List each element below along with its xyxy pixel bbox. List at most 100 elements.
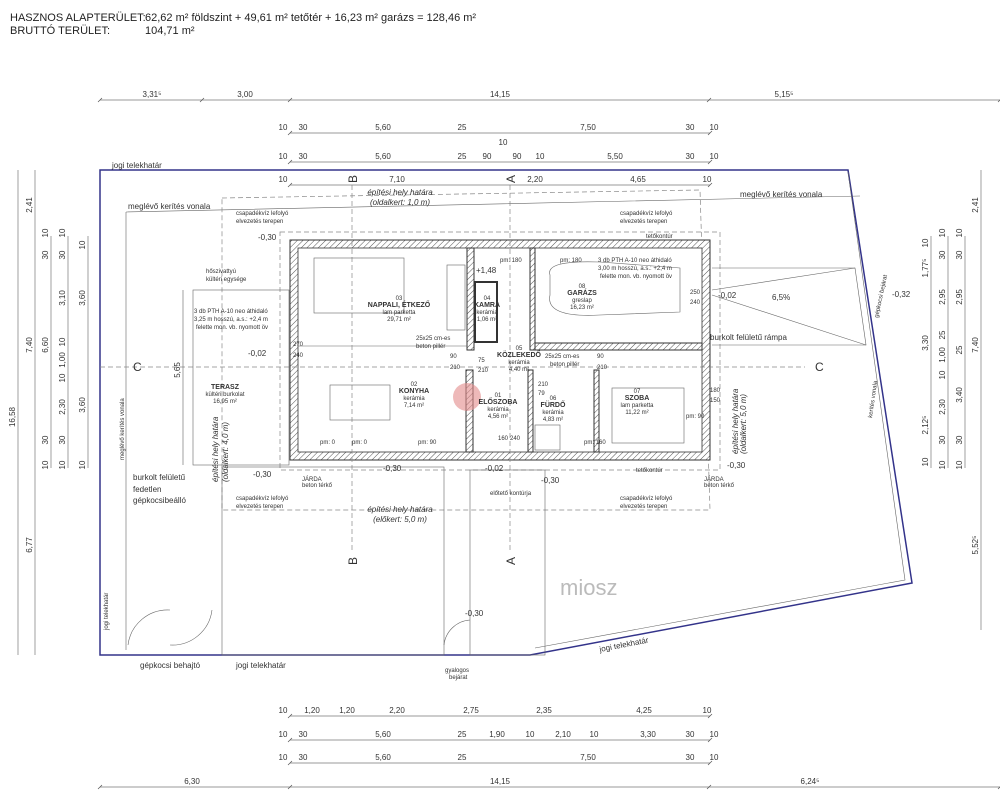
opening-mark: pm: 90 bbox=[418, 440, 437, 446]
dimension-value: 25 bbox=[955, 345, 964, 354]
dimension-value: 10 bbox=[58, 337, 67, 346]
room-floor: kerámia bbox=[403, 396, 425, 402]
dimension-value: 10 bbox=[279, 730, 288, 739]
section-a-top: A bbox=[504, 175, 518, 183]
sidewalk-mat-left: beton térkő bbox=[302, 483, 333, 489]
room-floor: kültéri burkolat bbox=[205, 392, 244, 398]
heat-pump-label-2: kültéri egysége bbox=[206, 277, 247, 283]
room-floor: greslap bbox=[572, 298, 592, 304]
room-num: 03 bbox=[396, 296, 403, 302]
dimension-value: 6,60 bbox=[41, 337, 50, 353]
sidewalk-label-right: JÁRDA bbox=[704, 476, 724, 483]
lintel-right-1: 3 db PTH A-10 neo áthidaló bbox=[598, 258, 672, 264]
opening-mark: 210 bbox=[538, 382, 549, 388]
dimension-value: 30 bbox=[686, 730, 695, 739]
opening-mark: 75 bbox=[478, 358, 485, 364]
build-limit-label-top: építési hely határa bbox=[367, 188, 433, 197]
room-name: NAPPALI, ÉTKEZŐ bbox=[368, 300, 431, 309]
legal-boundary-label-bottom: jogi telekhatár bbox=[235, 661, 286, 670]
dimension-value: 25 bbox=[458, 753, 467, 762]
opening-mark: pm: 0 bbox=[320, 440, 336, 446]
dimension-value: 3,31⁵ bbox=[143, 90, 162, 99]
parking-label-1: burkolt felületű bbox=[133, 473, 186, 482]
dimension-value: 3,60 bbox=[78, 290, 87, 306]
gross-area-label: BRUTTÓ TERÜLET: bbox=[10, 25, 111, 37]
dimension-value: 14,15 bbox=[490, 777, 511, 786]
existing-fence-label-left: meglévő kerítés vonala bbox=[128, 202, 211, 211]
car-entry-label: gépkocsi bejárat bbox=[874, 274, 889, 318]
dimension-value: 7,40 bbox=[25, 337, 34, 353]
legal-boundary-label-right: jogi telekhatár bbox=[598, 636, 650, 655]
dimension-value: 10 bbox=[41, 460, 50, 469]
dimension-value: 2,30 bbox=[58, 399, 67, 415]
dimension-value: 2,20 bbox=[389, 706, 405, 715]
room-area: 16,23 m² bbox=[570, 305, 594, 311]
dimension-tick bbox=[287, 97, 293, 103]
lintel-left-1: 3 db PTH A-10 neo áthidaló bbox=[194, 309, 268, 315]
dimension-value: 90 bbox=[513, 152, 522, 161]
lintel-left-2: 3,25 m hosszú, a.s.: +2,4 m bbox=[194, 317, 268, 323]
dimension-value: 5,52⁵ bbox=[971, 536, 980, 555]
level-mark: -0,02 bbox=[718, 291, 737, 300]
dimension-value: 10 bbox=[710, 730, 719, 739]
dimension-value: 5,60 bbox=[375, 730, 391, 739]
lintel-right-3: felette mon. vb. nyomott öv bbox=[600, 274, 672, 280]
dimension-value: 5,50 bbox=[607, 152, 623, 161]
room-area: 11,22 m² bbox=[625, 410, 648, 416]
section-b-top: B bbox=[346, 175, 360, 183]
dimension-value: 25 bbox=[458, 123, 467, 132]
section-b-bottom: B bbox=[346, 557, 360, 565]
dimension-value: 7,50 bbox=[580, 753, 596, 762]
room-area: 4,40 m² bbox=[509, 367, 529, 373]
side-garden-label: (oldalkert: 1,0 m) bbox=[370, 198, 430, 207]
dimension-tick bbox=[997, 786, 1000, 790]
room-area: 29,71 m² bbox=[387, 317, 411, 323]
room-floor: kerámia bbox=[542, 410, 564, 416]
dimension-value: 1,00 bbox=[938, 347, 947, 363]
room-name: KONYHA bbox=[399, 388, 429, 395]
dimension-tick bbox=[287, 713, 293, 719]
dimension-value: 3,00 bbox=[237, 90, 253, 99]
dimension-value: 30 bbox=[686, 152, 695, 161]
dimension-value: 10 bbox=[703, 175, 712, 184]
dimension-value: 5,60 bbox=[375, 152, 391, 161]
rain-note-2a: csapadékvíz lefolyó bbox=[620, 211, 673, 217]
level-mark: -0,30 bbox=[541, 476, 560, 485]
dimension-value: 1,90 bbox=[489, 730, 505, 739]
watermark-logo: miosz bbox=[453, 383, 617, 600]
pillar-left-1: 25x25 cm-es bbox=[416, 336, 450, 342]
parking-label-3: gépkocsibeálló bbox=[133, 496, 186, 505]
dimension-tick bbox=[97, 97, 103, 103]
dimension-value: 6,77 bbox=[25, 537, 34, 553]
canopy-contour-label: előtető kontúrja bbox=[490, 491, 532, 497]
level-mark: -0,30 bbox=[465, 609, 484, 618]
room-name: KÖZLEKEDŐ bbox=[497, 350, 542, 359]
opening-mark: pm: 0 bbox=[352, 440, 368, 446]
room-area: 16,95 m² bbox=[213, 399, 237, 405]
room-area: 4,83 m² bbox=[543, 417, 563, 423]
pedestrian-label-2: bejárat bbox=[449, 675, 468, 681]
dimension-value: 3,40 bbox=[955, 387, 964, 403]
dimension-value: 10 bbox=[41, 228, 50, 237]
pillar-right-1: 25x25 cm-es bbox=[545, 354, 579, 360]
room-name: GARÁZS bbox=[567, 288, 597, 297]
sidewalk-label-left: JÁRDA bbox=[302, 476, 322, 483]
roof-contour-label-top: tetőkontúr bbox=[646, 234, 673, 240]
front-garden-label: (előkert: 5,0 m) bbox=[373, 515, 427, 524]
dimension-value: 2,10 bbox=[555, 730, 571, 739]
dimension-value: 10 bbox=[78, 240, 87, 249]
level-mark: -0,02 bbox=[248, 349, 267, 358]
usable-area-label: HASZNOS ALAPTERÜLET: bbox=[10, 12, 146, 24]
dimension-value: 10 bbox=[536, 152, 545, 161]
dimension-tick bbox=[707, 159, 713, 165]
dimension-value: 4,25 bbox=[636, 706, 652, 715]
legal-boundary-label-top: jogi telekhatár bbox=[111, 161, 162, 170]
opening-mark: pm: 90 bbox=[686, 414, 705, 420]
pillar-right-2: beton pillér bbox=[550, 362, 579, 368]
dimension-value: 3,10 bbox=[58, 290, 67, 306]
dimension-value: 10 bbox=[921, 457, 930, 466]
